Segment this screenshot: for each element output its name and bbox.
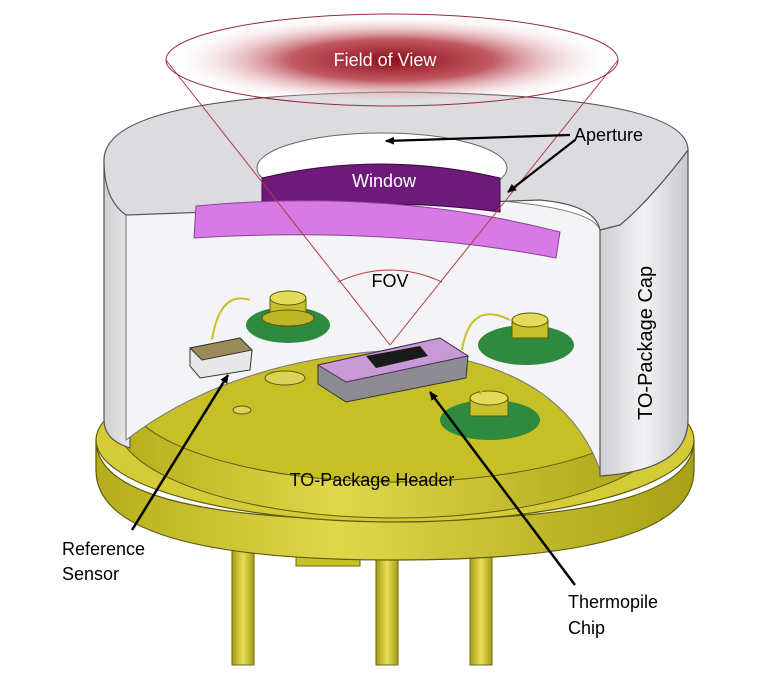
post-bottom [469,390,509,417]
post-left [261,290,315,327]
label-fov: FOV [371,271,408,291]
aperture-arrow-1 [385,133,571,145]
label-thermopile-line2: Chip [568,618,605,638]
reference-sensor [188,337,254,379]
field-of-view-ellipse [165,13,619,107]
post-right [511,312,549,339]
label-header: TO-Package Header [290,470,455,490]
label-window: Window [352,171,417,191]
thermopile-arrow [429,391,576,586]
header-components [188,290,574,440]
label-cap: TO-Package Cap [635,266,657,420]
field-of-view-cone [165,13,619,346]
aperture-arrow-2 [507,139,576,193]
lead-center [375,559,399,666]
label-field-of-view: Field of View [334,50,438,70]
lead-left [231,544,255,666]
reference-arrow [130,374,230,531]
label-aperture: Aperture [574,125,643,145]
fov-arc [337,269,443,283]
filter [193,200,561,259]
lead-right [469,549,493,666]
leader-lines [130,133,576,586]
slot [264,370,306,386]
label-reference-line1: Reference [62,539,145,559]
label-thermopile-line1: Thermopile [568,592,658,612]
thermopile-chip [316,337,470,403]
pad-right [478,325,574,365]
hole [232,405,252,415]
to-package-cap [103,91,689,477]
label-reference-line2: Sensor [62,564,119,584]
pad-bottom [440,400,540,440]
